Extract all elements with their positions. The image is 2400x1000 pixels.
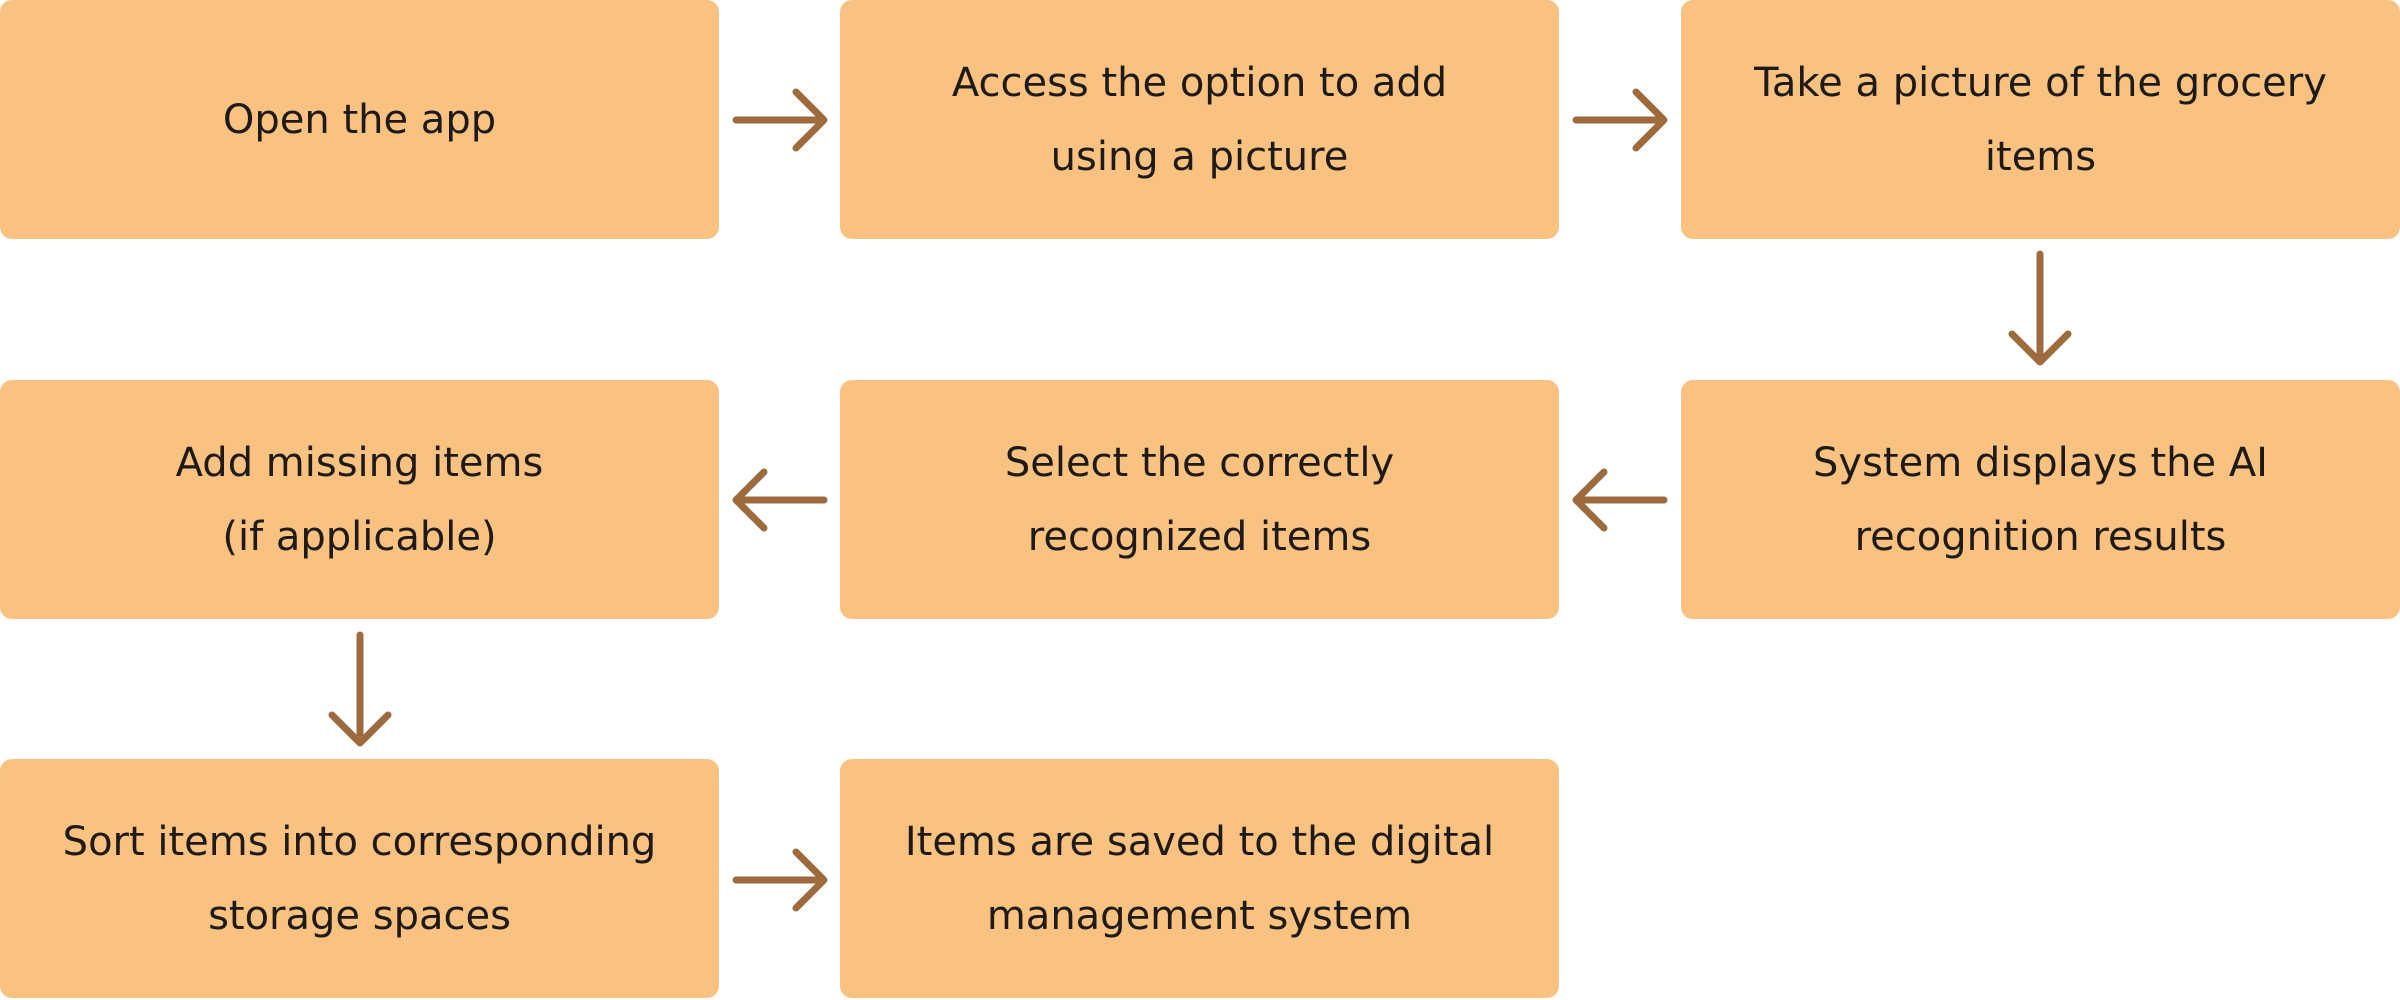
arrow-down-icon xyxy=(2008,250,2072,366)
step-label: Access the option to add using a picture xyxy=(951,59,1448,180)
step-sort-items: Sort items into corresponding storage sp… xyxy=(0,759,719,998)
step-label: Open the app xyxy=(222,96,497,143)
step-label: Select the correctly recognized items xyxy=(1004,439,1395,560)
arrow-right-icon xyxy=(732,848,828,912)
arrow-left-icon xyxy=(732,468,828,532)
step-label: System displays the AI recognition resul… xyxy=(1813,439,2268,560)
step-select-items: Select the correctly recognized items xyxy=(840,380,1559,619)
step-label: Sort items into corresponding storage sp… xyxy=(62,818,657,939)
arrow-right-icon xyxy=(1572,88,1668,152)
step-display-results: System displays the AI recognition resul… xyxy=(1681,380,2400,619)
arrow-right-icon xyxy=(732,88,828,152)
step-add-missing: Add missing items (if applicable) xyxy=(0,380,719,619)
step-take-picture: Take a picture of the grocery items xyxy=(1681,0,2400,239)
step-access-picture-option: Access the option to add using a picture xyxy=(840,0,1559,239)
step-label: Items are saved to the digital managemen… xyxy=(904,818,1495,939)
step-label: Add missing items (if applicable) xyxy=(175,439,544,560)
arrow-left-icon xyxy=(1572,468,1668,532)
step-items-saved: Items are saved to the digital managemen… xyxy=(840,759,1559,998)
arrow-down-icon xyxy=(328,631,392,747)
step-label: Take a picture of the grocery items xyxy=(1754,59,2327,180)
step-open-app: Open the app xyxy=(0,0,719,239)
